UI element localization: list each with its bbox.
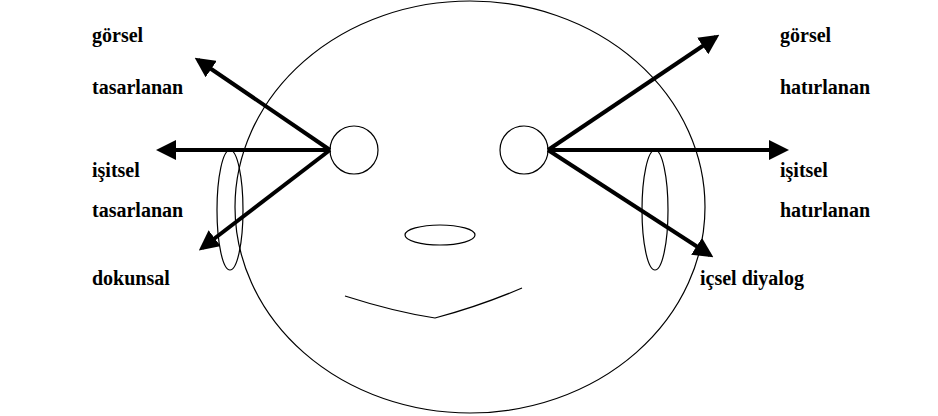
cue-label: görsel tasarlanan <box>92 9 210 113</box>
arrow-up-left <box>198 60 330 150</box>
left-eye <box>330 126 378 174</box>
arrow-down-left <box>202 150 330 248</box>
cue-label: görsel hatırlanan <box>780 9 898 113</box>
cue-label: işitsel hatırlanan <box>780 150 898 230</box>
arrow-left <box>160 148 330 152</box>
eye-arrows <box>160 37 785 255</box>
nose <box>405 225 475 245</box>
mouth <box>345 288 522 318</box>
left-ear <box>217 150 243 270</box>
cue-label: içsel diyalog <box>700 264 900 292</box>
cue-label: işitsel tasarlanan <box>92 150 210 230</box>
right-eye <box>500 126 548 174</box>
arrow-up-right <box>548 37 716 150</box>
arrow-down-right <box>548 150 710 255</box>
cue-label: dokunsal <box>92 264 232 292</box>
arrow-right <box>548 148 785 152</box>
right-ear <box>642 150 668 270</box>
